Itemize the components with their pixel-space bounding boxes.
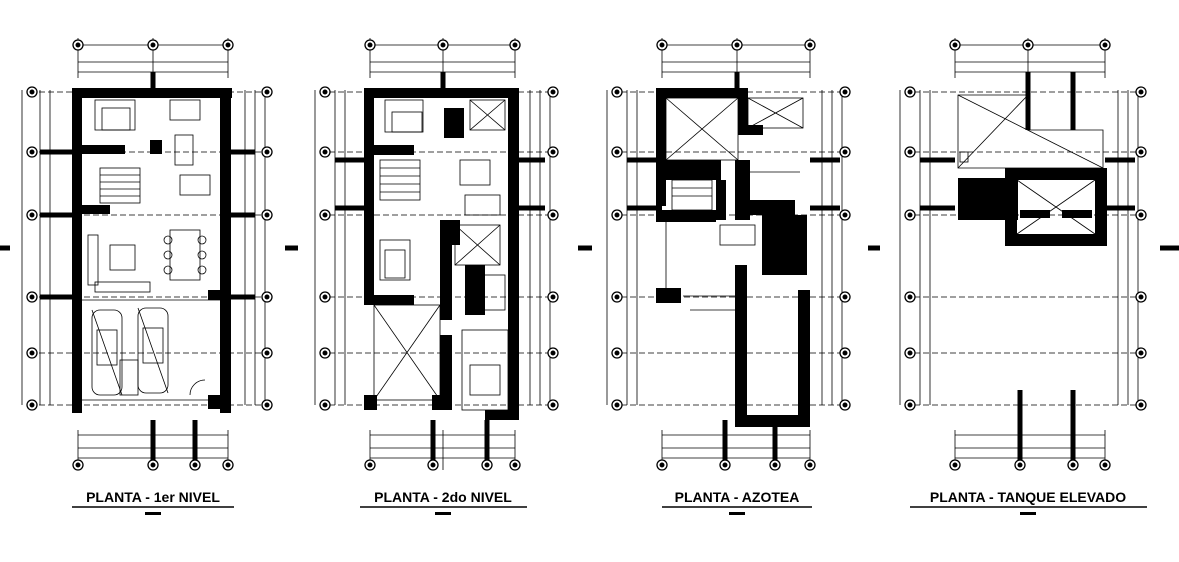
scale-bar [1020,512,1036,515]
interior-details [373,99,509,411]
grid-axes [320,91,555,406]
plan-1er-nivel [0,38,273,471]
plan-2do-nivel [285,38,559,471]
grid-axes [905,91,1145,406]
dimension-lines [606,38,843,470]
grid-axes [612,91,848,406]
walls [958,168,1107,246]
interior-details [665,97,804,311]
interior-details [82,99,222,401]
walls [364,88,519,420]
axis-ticks [868,72,1179,470]
plan-title-4: PLANTA - TANQUE ELEVADO [930,489,1126,505]
plan-titles: PLANTA - 1er NIVEL PLANTA - 2do NIVEL PL… [72,489,1147,515]
scale-bar [145,512,161,515]
walls [656,88,810,427]
axis-ticks [0,72,255,470]
plan-title-1: PLANTA - 1er NIVEL [86,489,220,505]
interior-details [957,94,1104,235]
plan-tanque-elevado [868,38,1179,471]
walls [72,88,232,413]
scale-bar [729,512,745,515]
plan-azotea [578,38,851,471]
dimension-lines [899,38,1139,470]
plan-title-3: PLANTA - AZOTEA [675,489,800,505]
axis-bubbles [26,39,273,471]
plan-title-2: PLANTA - 2do NIVEL [374,489,512,505]
scale-bar [435,512,451,515]
